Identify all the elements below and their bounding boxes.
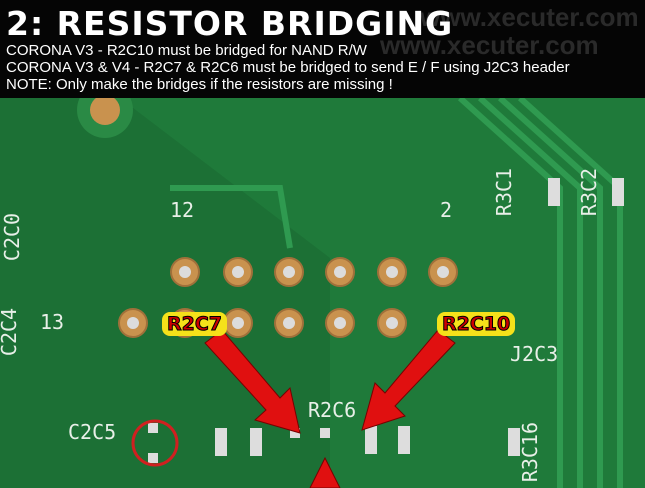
silk-label: R3C2 <box>577 167 602 217</box>
header: www.xecuter.com www.xecuter.com 2: RESIS… <box>0 0 645 98</box>
arrow-icon <box>204 329 456 488</box>
silk-label: R2C6 <box>308 398 357 422</box>
note-line-1: CORONA V3 - R2C10 must be bridged for NA… <box>6 42 367 59</box>
watermark: www.xecuter.com <box>380 30 599 60</box>
silk-label: C2C5 <box>68 420 117 444</box>
silk-label: C2C4 <box>0 307 22 357</box>
silk-label: 13 <box>40 310 65 334</box>
silk-label: C2C0 <box>0 212 25 262</box>
pcb-photo <box>0 98 645 488</box>
page-title: 2: RESISTOR BRIDGING <box>6 4 454 43</box>
highlight-circle <box>131 419 179 467</box>
note-line-2: CORONA V3 & V4 - R2C7 & R2C6 must be bri… <box>6 59 570 76</box>
silk-label: R3C1 <box>492 167 517 217</box>
callout-r2c10: R2C10 <box>437 312 516 336</box>
note-line-3: NOTE: Only make the bridges if the resis… <box>6 76 393 93</box>
silk-label: R3C16 <box>518 421 543 483</box>
silk-label: 12 <box>170 198 195 222</box>
silk-label: 2 <box>440 198 453 222</box>
watermark: www.xecuter.com <box>420 2 639 32</box>
silk-label: J2C3 <box>510 342 559 366</box>
callout-r2c7: R2C7 <box>162 312 228 336</box>
